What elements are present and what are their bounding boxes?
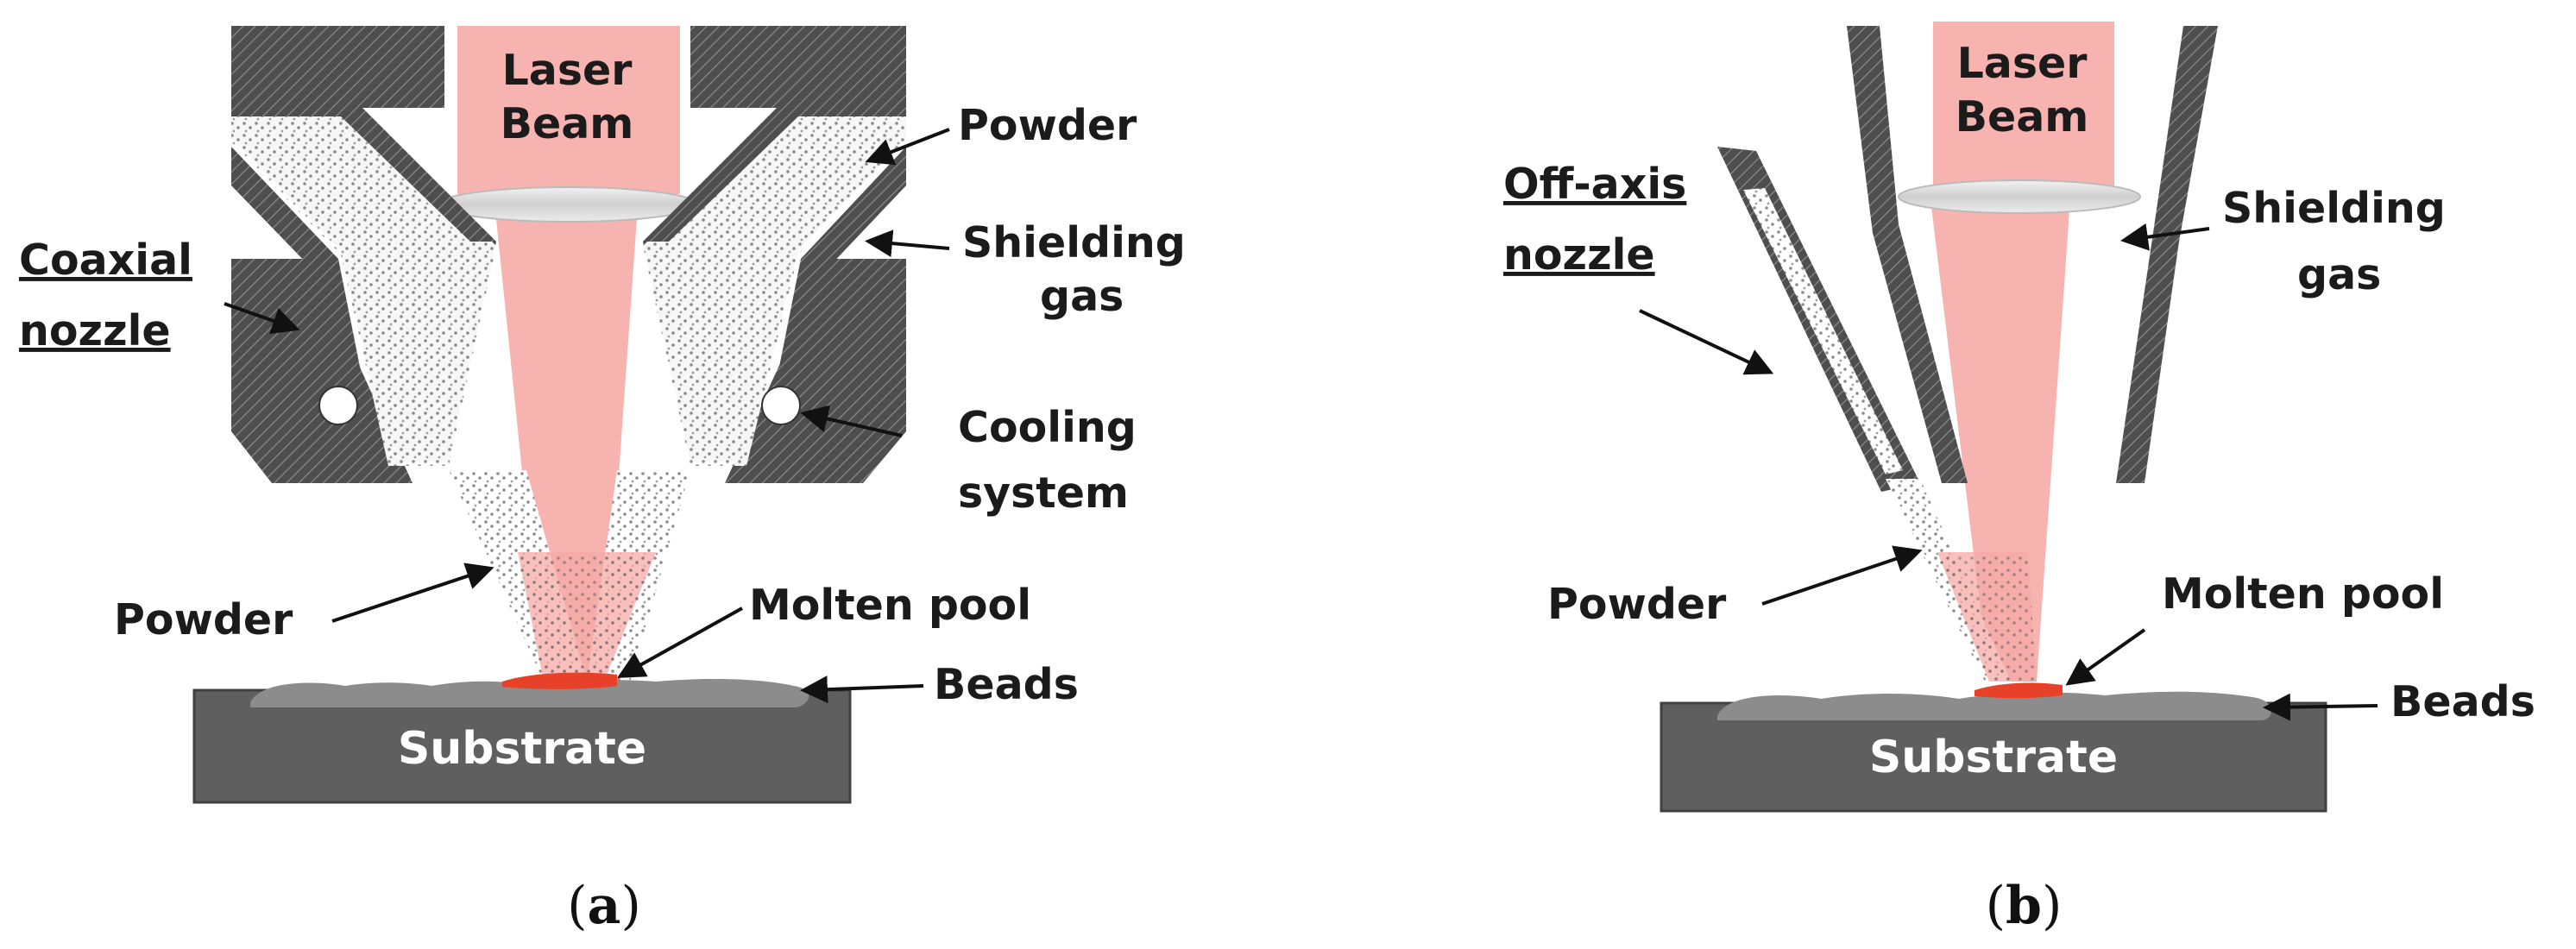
shield-label-b-2: gas (2297, 250, 2381, 299)
laser-label-a-2: Beam (501, 99, 634, 148)
beads-b (1717, 691, 2271, 720)
substrate-label-a: Substrate (398, 723, 646, 775)
substrate-a (192, 688, 852, 804)
molten-pool-a (502, 672, 617, 689)
cooling-label-a-2: system (958, 468, 1129, 518)
molten-pool-b (1975, 682, 2063, 699)
nozzle-label-b-2: nozzle (1503, 230, 1655, 280)
molten-label-b: Molten pool (2162, 569, 2444, 619)
cooling-hole-right (761, 386, 801, 425)
shield-wall-right-b (2116, 26, 2218, 483)
powder-top-label-a: Powder (958, 101, 1137, 150)
caption-b: (b) (1986, 876, 2063, 936)
laser-label-b-2: Beam (1956, 92, 2089, 141)
cooling-label-a-1: Cooling (958, 403, 1137, 452)
substrate-label-b: Substrate (1869, 732, 2118, 783)
powder-bottom-label-b: Powder (1547, 580, 1727, 629)
shield-label-a-1: Shielding (962, 218, 1186, 267)
laser-label-a-1: Laser (502, 46, 633, 95)
beads-a (250, 679, 809, 707)
nozzle-label-a-2: nozzle (19, 306, 171, 355)
nozzle-label-b-1: Off-axis (1503, 160, 1686, 209)
lens-b (1898, 179, 2141, 214)
caption-a: (a) (567, 876, 641, 936)
molten-label-a: Molten pool (749, 581, 1031, 630)
panel-b: Laser Beam Off-axis nozzle Shielding gas… (1503, 22, 2535, 936)
cooling-hole-left (318, 386, 358, 425)
beads-label-b: Beads (2390, 677, 2535, 726)
powder-bottom-label-a: Powder (114, 595, 293, 644)
shield-label-b-1: Shielding (2222, 184, 2446, 233)
substrate-b (1660, 701, 2327, 813)
beads-label-a: Beads (934, 660, 1079, 709)
lens-a (438, 186, 698, 223)
shield-label-a-2: gas (1040, 272, 1124, 321)
laser-label-b-1: Laser (1957, 39, 2088, 88)
panel-a: Laser Beam Powder Shielding gas Coaxial … (19, 26, 1186, 936)
shield-wall-left-b (1847, 26, 1968, 483)
nozzle-label-a-1: Coaxial (19, 236, 192, 285)
